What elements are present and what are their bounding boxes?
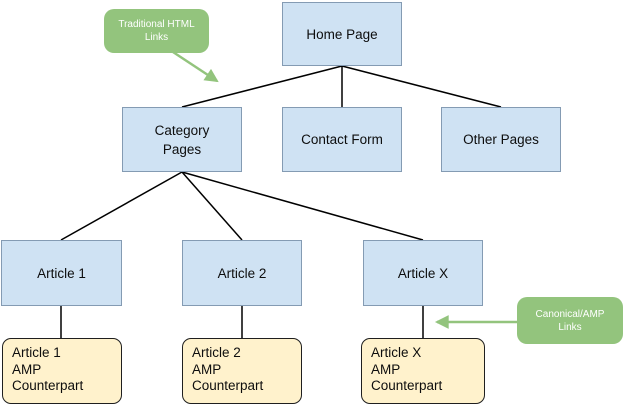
connector-home-category xyxy=(181,65,343,108)
node-article-2-amp-counterpart: Article 2 AMP Counterpart xyxy=(182,338,302,404)
node-article-2-label: Article 2 xyxy=(217,265,267,281)
connector-category-article1 xyxy=(60,171,183,241)
arrow-traditional-html-links xyxy=(172,50,219,83)
node-article-x-label: Article X xyxy=(397,265,449,281)
node-article-x: Article X xyxy=(363,240,483,306)
annotation-traditional-html-links: Traditional HTML Links xyxy=(104,9,209,53)
annotation-traditional-html-links-label: Traditional HTML Links xyxy=(118,19,195,43)
annotation-canonical-amp-links: Canonical/AMP Links xyxy=(517,297,623,344)
annotation-canonical-amp-links-label: Canonical/AMP Links xyxy=(535,308,605,333)
node-contact-form-label: Contact Form xyxy=(301,132,383,147)
node-home-page-label: Home Page xyxy=(306,26,378,42)
node-article-1: Article 1 xyxy=(1,240,122,306)
node-article-2-amp-label: Article 2 AMP Counterpart xyxy=(192,345,264,393)
node-article-1-amp-label: Article 1 AMP Counterpart xyxy=(12,345,84,393)
node-article-1-label: Article 1 xyxy=(37,265,86,281)
node-other-pages-label: Other Pages xyxy=(463,132,539,147)
connector-category-article2 xyxy=(181,171,243,241)
node-category-pages: Category Pages xyxy=(122,107,242,172)
node-article-x-amp-counterpart: Article X AMP Counterpart xyxy=(361,338,485,404)
node-article-2: Article 2 xyxy=(182,240,302,306)
node-article-x-amp-label: Article X AMP Counterpart xyxy=(371,345,443,393)
node-other-pages: Other Pages xyxy=(441,107,561,172)
node-category-pages-label: Category Pages xyxy=(154,122,210,157)
node-home-page: Home Page xyxy=(282,2,402,66)
connector-home-other xyxy=(341,65,502,108)
node-contact-form: Contact Form xyxy=(282,107,402,172)
node-article-1-amp-counterpart: Article 1 AMP Counterpart xyxy=(2,338,122,404)
connector-category-articlex xyxy=(181,171,424,241)
